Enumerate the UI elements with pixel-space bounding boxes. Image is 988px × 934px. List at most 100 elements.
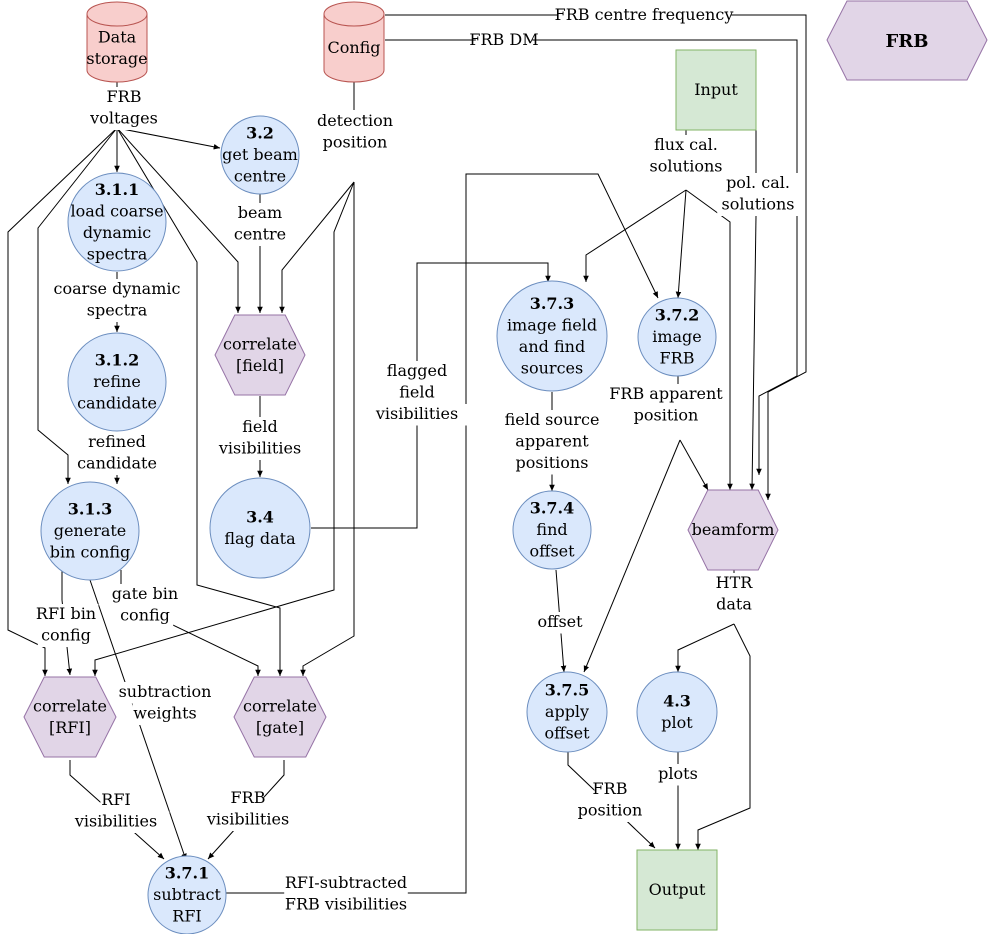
edge-label-bg (645, 156, 727, 178)
node-label: offset (529, 542, 575, 561)
edge-label-text: visibilities (218, 439, 301, 458)
edge-label-text: voltages (89, 109, 158, 128)
edge-voltages-to-3-1-3 (37, 127, 118, 484)
edge-label-bg (240, 203, 280, 225)
edge-label-bg (116, 605, 174, 627)
node-label: generate (54, 521, 127, 540)
edge-label-bg (384, 361, 450, 383)
edge-label-bg (511, 453, 593, 475)
edge-label-text: gate bin (112, 584, 178, 603)
edge-label-text: pol. cal. (726, 173, 790, 192)
edge-label-text: refined (88, 432, 146, 451)
cylinder-rim (86, 13, 148, 27)
task-circle (526, 671, 608, 753)
correlate-rfi-node[interactable]: correlate[RFI] (23, 676, 117, 758)
node-label: correlate (33, 696, 107, 715)
edge-flux-to-beamform (685, 189, 733, 490)
node-label: refine (93, 372, 141, 391)
io-rect (636, 849, 718, 931)
beamform-node[interactable]: beamform (687, 489, 779, 571)
edge-label-bg (654, 764, 702, 786)
edge-label-frb-visibilities: FRB visibilities (194, 788, 302, 831)
task-circle (220, 115, 300, 195)
edge-detection-to-corr-rfi (92, 181, 355, 676)
edge-label-bg (33, 604, 99, 626)
node-label: flag data (224, 529, 296, 548)
edge-label-text: beam (238, 203, 282, 222)
hexagon-shape (214, 314, 306, 396)
edge-flux-to-3-7-2 (675, 189, 687, 299)
edge-label-bg (115, 682, 215, 704)
node-label: candidate (77, 394, 157, 413)
edge-label-text: FRB DM (469, 30, 538, 49)
edge-label-text: FRB (231, 788, 266, 807)
edge-position-to-3-7-5 (583, 439, 681, 673)
node-label: sources (521, 358, 583, 377)
edge-labels: FRB centre frequency FRB DM FRBvoltages … (33, 5, 799, 916)
edge-label-text: position (323, 133, 388, 152)
task-number: 3.7.2 (655, 306, 700, 325)
task-circle (496, 280, 608, 392)
edge-3-4-to-3-7-3 (311, 262, 551, 529)
edge-label-bg (284, 873, 408, 895)
edge-label-bg (62, 811, 170, 833)
edge-detection-to-corr-gate (300, 182, 355, 676)
node-label: plot (661, 713, 693, 732)
task-circle (67, 172, 167, 272)
edge-label-bg (363, 404, 471, 426)
task-circle (40, 481, 140, 581)
edge-label-bg (108, 87, 140, 109)
edge-3-1-3-rfi-bin-config (61, 570, 73, 676)
edge-label-text: plots (658, 764, 698, 783)
edge-label-bg (645, 135, 727, 157)
legend-frb[interactable]: FRB (826, 0, 988, 81)
edge-label-bg (55, 279, 179, 301)
edge-label-text: flagged (387, 361, 447, 380)
edge-position-to-beamform (679, 439, 709, 491)
edge-label-bg (194, 809, 302, 831)
edge-label-text: visibilities (375, 404, 458, 423)
edge-detection-to-corr-field (279, 181, 355, 313)
hexagon-shape (23, 676, 117, 758)
edge-label-text: solutions (650, 157, 723, 176)
correlate-field-node[interactable]: correlate[field] (214, 314, 306, 396)
edge-label-text: visibilities (206, 810, 289, 829)
edge-voltages-to-corr-rfi (7, 127, 118, 676)
output-node[interactable]: Output (636, 849, 718, 931)
config-node[interactable]: Config (323, 1, 385, 83)
edge-label-bg (231, 224, 289, 246)
edge-label-text: centre (234, 225, 286, 244)
edge-pol-to-beamform (749, 215, 757, 491)
node-label: correlate (243, 696, 317, 715)
edge-label-text: position (634, 406, 699, 425)
io-rect (675, 49, 757, 131)
input-node[interactable]: Input (675, 49, 757, 131)
edge-voltages-to-3-2 (116, 127, 221, 150)
edge-label-text: FRB visibilities (285, 895, 407, 914)
correlate-gate-node[interactable]: correlate[gate] (233, 676, 327, 758)
